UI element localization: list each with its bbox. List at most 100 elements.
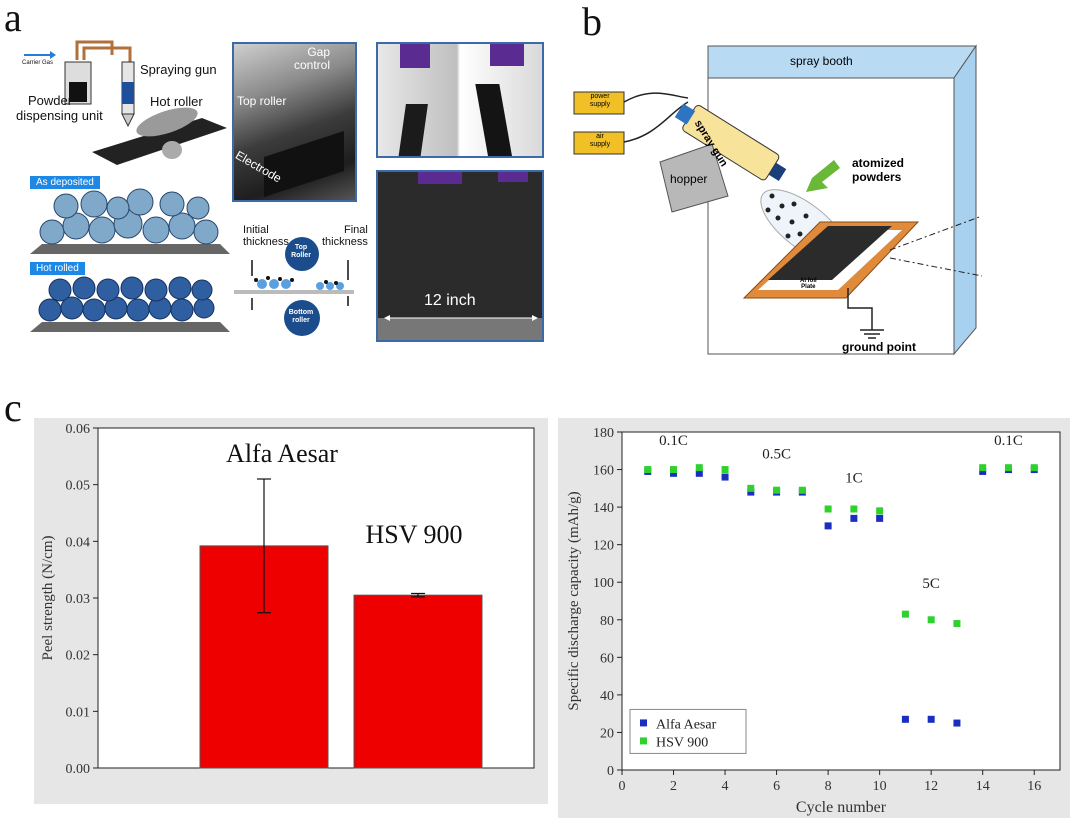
- scatter-point: [927, 715, 935, 723]
- roller-bottom-label: Bottom: [288, 309, 314, 316]
- scatter-x-tick-label: 16: [1027, 779, 1041, 794]
- control-label: control: [294, 58, 331, 72]
- scatter-point: [695, 464, 703, 472]
- scatter-point: [1004, 464, 1012, 472]
- atomized-label: atomized: [852, 156, 905, 170]
- scatter-point: [979, 467, 987, 475]
- carrier-gas-label: Carrier Gas: [22, 60, 54, 66]
- scatter-point: [773, 486, 781, 494]
- legend-marker: [640, 737, 647, 745]
- scatter-x-tick-label: 12: [924, 779, 938, 794]
- final-label: Final: [344, 224, 368, 236]
- scatter-point: [644, 466, 652, 474]
- scatter-point: [850, 505, 858, 513]
- scatter-point: [876, 507, 884, 515]
- bar-y-tick-label: 0.04: [66, 535, 91, 550]
- scatter-x-tick-label: 4: [722, 779, 729, 794]
- scatter-x-tick-label: 10: [873, 779, 887, 794]
- scatter-y-tick-label: 180: [593, 426, 614, 441]
- electrode-bend-photo: [376, 42, 544, 158]
- scatter-point: [824, 505, 832, 513]
- scatter-point: [721, 466, 729, 474]
- legend-marker: [640, 719, 647, 727]
- roller-machine-photo: Gap control Top roller Electrode: [232, 42, 357, 202]
- scatter-y-tick-label: 20: [600, 726, 614, 741]
- scatter-point: [670, 466, 678, 474]
- roller-top-label: Top: [294, 244, 308, 251]
- scatter-point: [953, 620, 961, 628]
- scatter-y-tick-label: 40: [600, 689, 614, 704]
- scatter-point: [747, 484, 755, 492]
- as-deposited-particles: [30, 188, 230, 254]
- bar-y-axis-label: Peel strength (N/cm): [40, 536, 56, 661]
- electrode-sheet-photo: 12 inch: [376, 170, 544, 342]
- scatter-point: [901, 610, 909, 618]
- scatter-y-tick-label: 120: [593, 539, 614, 554]
- scatter-y-axis-label: Specific discharge capacity (mAh/g): [566, 491, 582, 710]
- plate-label: Plate: [801, 284, 816, 290]
- scatter-y-tick-label: 80: [600, 614, 614, 629]
- spray-booth-label: spray booth: [790, 54, 853, 68]
- roller-top-sub: Roller: [291, 252, 311, 259]
- roller-thickness-diagram: [234, 237, 354, 336]
- scatter-y-tick-label: 140: [593, 501, 614, 516]
- power-label: power: [590, 93, 610, 100]
- scatter-point: [1030, 464, 1038, 472]
- rate-annotation: 0.1C: [994, 433, 1023, 449]
- final-thickness-label: thickness: [322, 236, 368, 248]
- air-label: air: [596, 133, 604, 140]
- bar-y-tick-label: 0.00: [66, 762, 91, 777]
- scatter-point: [670, 469, 678, 477]
- scatter-y-tick-label: 100: [593, 576, 614, 591]
- scatter-x-tick-label: 2: [670, 779, 677, 794]
- spray-booth-diagram: [573, 44, 983, 356]
- ground-point-label: ground point: [842, 340, 916, 354]
- scatter-y-tick-label: 60: [600, 651, 614, 666]
- bar-category-label: Alfa Aesar: [226, 439, 338, 468]
- rate-annotation: 1C: [845, 471, 863, 487]
- panel-label-a: a: [4, 0, 22, 40]
- scatter-y-tick-label: 0: [607, 764, 614, 779]
- panel-label-c: c: [4, 385, 22, 430]
- power-supply-label: supply: [589, 101, 611, 108]
- scatter-point: [979, 464, 987, 472]
- scatter-point: [901, 715, 909, 723]
- bar-y-tick-label: 0.06: [66, 422, 91, 437]
- hopper-label: hopper: [670, 172, 708, 186]
- scatter-point: [876, 514, 884, 522]
- scatter-y-tick-label: 160: [593, 464, 614, 479]
- hot-rolled-particles: [30, 276, 230, 332]
- roller-bottom-sub: roller: [292, 317, 310, 324]
- scatter-point: [824, 522, 832, 530]
- scatter-point: [850, 514, 858, 522]
- legend-label: HSV 900: [656, 735, 708, 750]
- hot-rolled-tag: Hot rolled: [30, 262, 85, 275]
- initial-label: Initial: [243, 224, 269, 236]
- panel-label-b: b: [582, 0, 602, 44]
- scatter-legend: [629, 708, 747, 754]
- gap-label: Gap: [307, 45, 331, 59]
- scatter-point: [953, 719, 961, 727]
- as-deposited-tag: As deposited: [30, 176, 100, 189]
- scatter-x-tick-label: 6: [773, 779, 780, 794]
- initial-thickness-label: thickness: [243, 236, 289, 248]
- top-roller-label: Top roller: [237, 94, 287, 108]
- bar-y-tick-label: 0.01: [66, 705, 91, 720]
- rate-annotation: 0.5C: [762, 446, 791, 462]
- scatter-point: [721, 473, 729, 481]
- legend-label: Alfa Aesar: [656, 717, 717, 732]
- bar: [353, 594, 483, 769]
- powder-label: Powder: [28, 93, 73, 108]
- spray-hot-roll-schematic: [24, 40, 227, 165]
- rate-annotation: 5C: [922, 576, 940, 592]
- scatter-x-axis-label: Cycle number: [796, 799, 887, 816]
- bar-category-label: HSV 900: [365, 520, 462, 549]
- rate-annotation: 0.1C: [659, 433, 688, 449]
- bar-y-tick-label: 0.05: [66, 479, 91, 494]
- size-arrow-icon: [384, 315, 538, 321]
- bar-y-tick-label: 0.03: [66, 592, 91, 607]
- spraying-gun-label: Spraying gun: [140, 62, 217, 77]
- scatter-point: [927, 616, 935, 624]
